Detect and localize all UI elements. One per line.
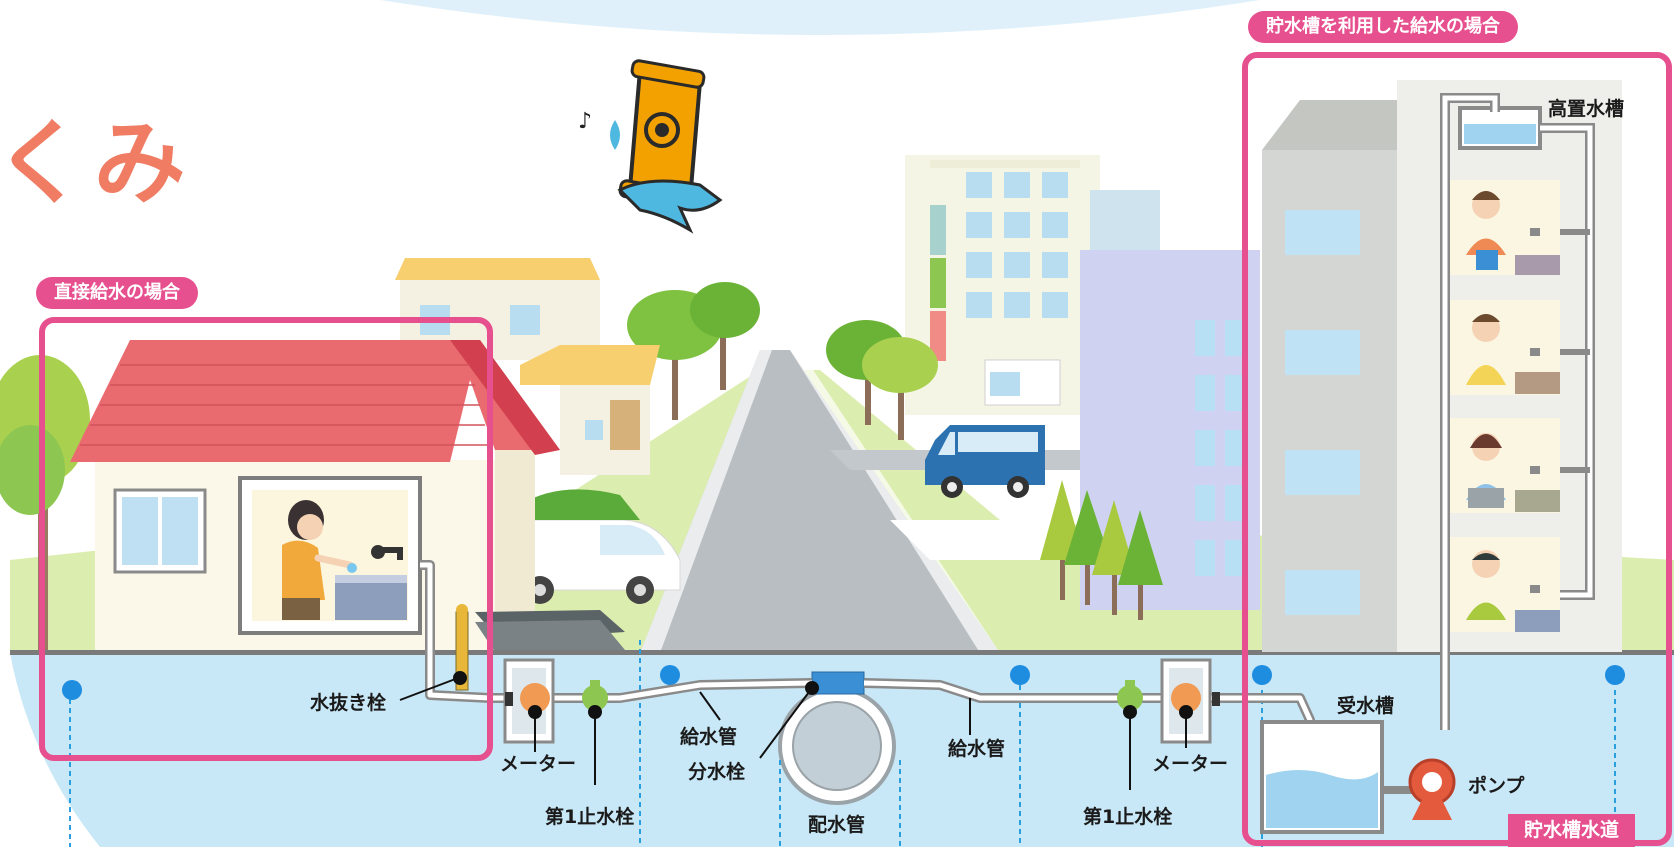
label-branch-valve: 分水栓 bbox=[688, 761, 746, 783]
meter-box-left bbox=[503, 658, 608, 744]
label-service-pipe-left: 給水管 bbox=[680, 726, 738, 748]
label-stopcock-right: 第1止水栓 bbox=[1083, 806, 1173, 828]
label-tank-system: 貯水槽水道 bbox=[1508, 814, 1636, 847]
label-stopcock-left: 第1止水栓 bbox=[545, 806, 635, 828]
label-meter-left: メーター bbox=[500, 753, 577, 775]
label-service-pipe-right: 給水管 bbox=[948, 738, 1006, 760]
house-front bbox=[70, 340, 560, 652]
receiving-tank bbox=[1260, 720, 1384, 834]
music-note-icon: ♪ bbox=[578, 109, 592, 134]
leader-lines bbox=[399, 671, 1193, 790]
trees-conifer bbox=[1040, 480, 1163, 620]
meter-box-right bbox=[1117, 658, 1220, 744]
section-label-direct: 直接給水の場合 bbox=[36, 277, 198, 309]
frame-tank bbox=[1242, 52, 1672, 846]
frame-direct bbox=[39, 317, 493, 761]
apartment-building bbox=[1262, 80, 1622, 730]
label-receiving-tank: 受水槽 bbox=[1337, 695, 1395, 717]
label-pump: ポンプ bbox=[1468, 775, 1525, 797]
boundary-dots bbox=[62, 665, 1625, 700]
label-meter-right: メーター bbox=[1152, 753, 1229, 775]
sky-arc bbox=[380, 0, 1260, 35]
water-pipe-mascot-icon bbox=[610, 59, 723, 234]
blue-van bbox=[925, 425, 1045, 498]
section-label-tank: 貯水槽を利用した給水の場合 bbox=[1248, 11, 1518, 43]
trees-center bbox=[627, 282, 938, 440]
label-distribution-main: 配水管 bbox=[808, 814, 866, 836]
label-drain-plug: 水抜き栓 bbox=[310, 692, 387, 714]
distribution-main bbox=[69, 640, 1616, 847]
label-elevated-tank: 高置水槽 bbox=[1548, 98, 1625, 120]
ground-line bbox=[10, 650, 1674, 655]
pump bbox=[1382, 758, 1456, 820]
page-title-partial: くみ bbox=[0, 110, 190, 217]
